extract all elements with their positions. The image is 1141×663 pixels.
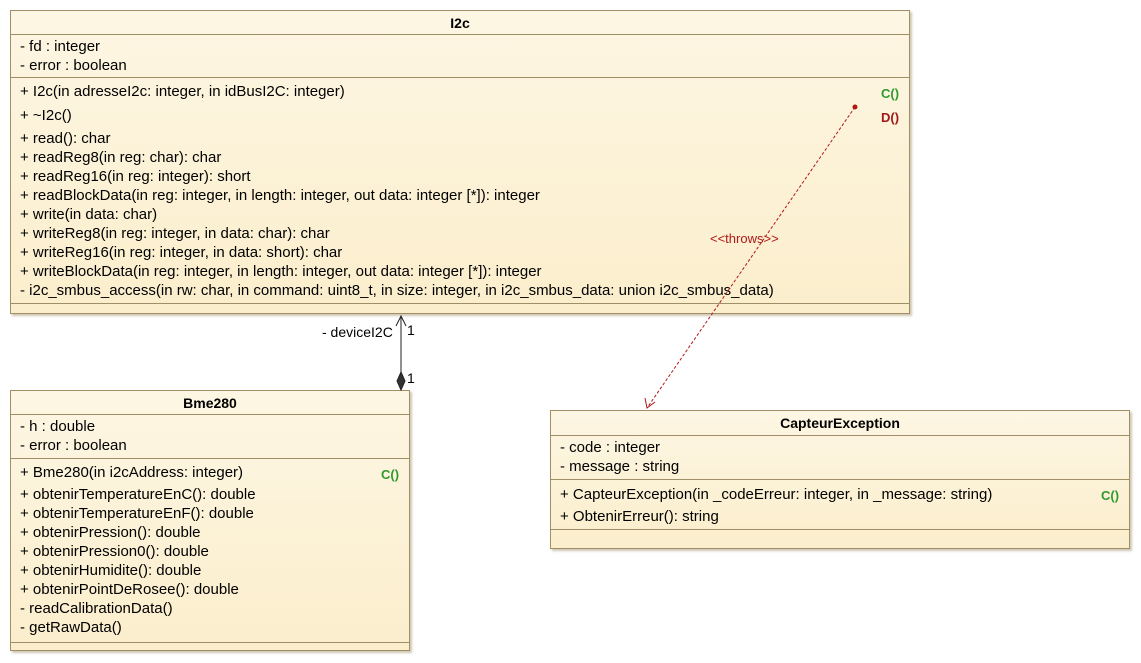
dependency-arrowhead — [644, 397, 656, 409]
operations-compartment: + CapteurException(in _codeErreur: integ… — [551, 480, 1129, 530]
class-bme280[interactable]: Bme280 - h : double - error : boolean + … — [10, 390, 410, 651]
class-capteur-exception[interactable]: CapteurException - code : integer - mess… — [550, 410, 1130, 549]
attributes-compartment: - fd : integer - error : boolean — [11, 35, 909, 78]
operation: + obtenirPression0(): double — [20, 543, 209, 560]
operation: + obtenirPression(): double — [20, 524, 201, 541]
throws-dependency-line — [646, 106, 856, 409]
constructor-tag: C() — [881, 86, 900, 101]
class-name: Bme280 — [11, 391, 409, 415]
constructor-tag: C() — [381, 467, 400, 482]
operation: + readReg8(in reg: char): char — [20, 149, 222, 166]
operation: + write(in data: char) — [20, 206, 158, 223]
throws-stereotype: <<throws>> — [710, 231, 779, 246]
multiplicity-bottom: 1 — [407, 370, 415, 386]
operation: + obtenirTemperatureEnF(): double — [20, 505, 254, 522]
attribute: - error : boolean — [20, 57, 127, 74]
operation: + Bme280(in i2cAddress: integer) — [20, 464, 244, 481]
operation: + ~I2c() — [20, 107, 72, 124]
operations-compartment: + I2c(in adresseI2c: integer, in idBusI2… — [11, 78, 909, 304]
operation: - readCalibrationData() — [20, 600, 173, 617]
class-i2c[interactable]: I2c - fd : integer - error : boolean + I… — [10, 10, 910, 314]
operation: + read(): char — [20, 130, 111, 147]
operation: - i2c_smbus_access(in rw: char, in comma… — [20, 282, 774, 299]
multiplicity-top: 1 — [407, 322, 415, 338]
operation: + ObtenirErreur(): string — [560, 508, 719, 525]
class-name: CapteurException — [551, 411, 1129, 436]
operation: + readReg16(in reg: integer): short — [20, 168, 251, 185]
attribute: - error : boolean — [20, 437, 127, 454]
operation: + obtenirTemperatureEnC(): double — [20, 486, 256, 503]
constructor-tag: C() — [1101, 488, 1120, 503]
operation: + obtenirHumidite(): double — [20, 562, 202, 579]
navigability-arrowhead — [395, 314, 407, 327]
attribute: - code : integer — [560, 439, 661, 456]
attributes-compartment: - h : double - error : boolean — [11, 415, 409, 459]
operation: + writeReg16(in reg: integer, in data: s… — [20, 244, 343, 261]
operations-compartment: + Bme280(in i2cAddress: integer) + obten… — [11, 459, 409, 643]
operation: + I2c(in adresseI2c: integer, in idBusI2… — [20, 83, 345, 100]
operation: + writeBlockData(in reg: integer, in len… — [20, 263, 542, 280]
attributes-compartment: - code : integer - message : string — [551, 436, 1129, 480]
operation: + writeReg8(in reg: integer, in data: ch… — [20, 225, 330, 242]
attribute: - fd : integer — [20, 38, 101, 55]
operation: + obtenirPointDeRosee(): double — [20, 581, 239, 598]
attribute: - h : double — [20, 418, 96, 435]
operation: + readBlockData(in reg: integer, in leng… — [20, 187, 540, 204]
attribute: - message : string — [560, 458, 680, 475]
destructor-tag: D() — [881, 110, 900, 125]
operation: - getRawData() — [20, 619, 122, 636]
operation: + CapteurException(in _codeErreur: integ… — [560, 486, 993, 503]
class-name: I2c — [11, 11, 909, 35]
composition-diamond — [396, 370, 406, 392]
role-label: - deviceI2C — [322, 324, 393, 340]
